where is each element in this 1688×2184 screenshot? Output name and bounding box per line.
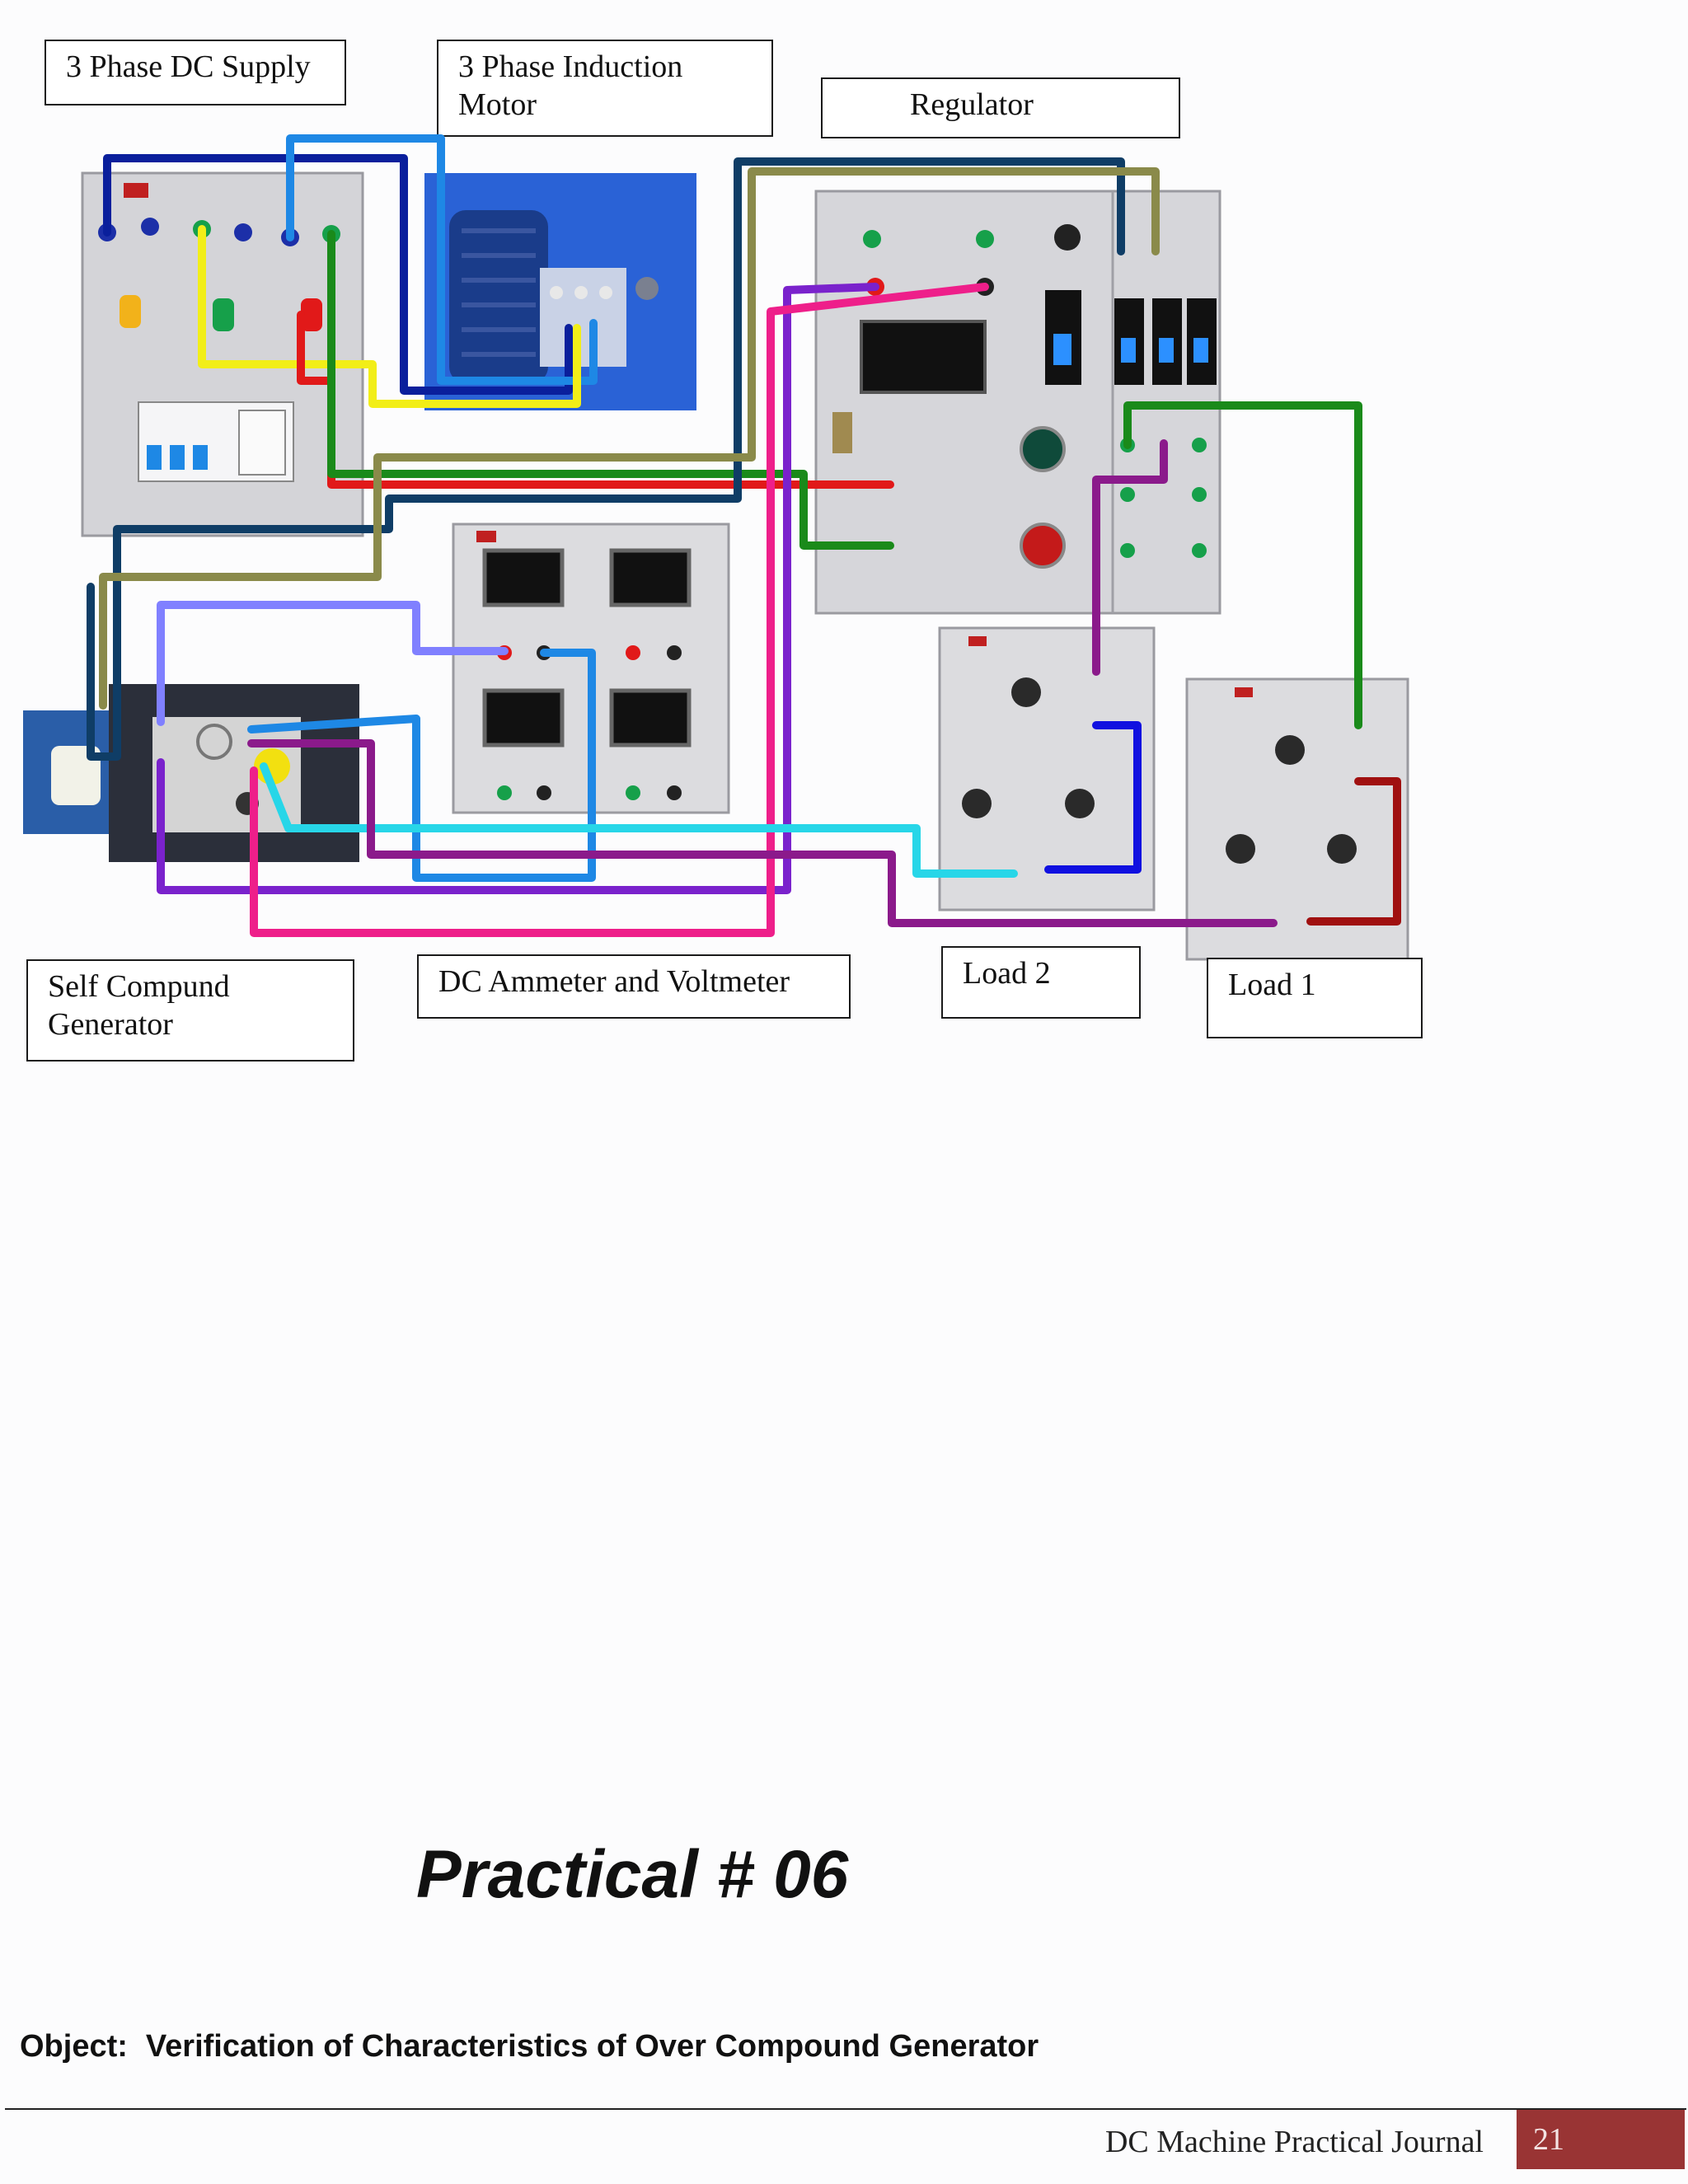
wire-light-blue (247, 649, 596, 882)
wire-load-purple (1092, 439, 1168, 676)
wire-load-green (1123, 401, 1362, 729)
load2-panel (938, 626, 1156, 912)
wire-purple (247, 739, 1278, 927)
wire-cyan (260, 762, 1018, 878)
wire-periwinkle (157, 601, 509, 726)
footer-rule (5, 2108, 1686, 2110)
regulator-display (860, 320, 987, 394)
induction-motor-label: 3 Phase Induction Motor (437, 40, 773, 137)
self-compound-generator-photo (23, 684, 359, 862)
wire-green (327, 230, 894, 550)
footer-journal-title: DC Machine Practical Journal (1104, 2125, 1484, 2159)
circuit-breaker (138, 401, 294, 482)
wire-sky-blue (286, 134, 598, 385)
wire-yellow (198, 225, 581, 408)
load1-label: Load 1 (1207, 958, 1423, 1038)
object-statement: Object: Verification of Characteristics o… (20, 2027, 1039, 2065)
switch-bank (1045, 290, 1217, 385)
wire-dark-red (1306, 777, 1401, 926)
dc-supply-label: 3 Phase DC Supply (45, 40, 346, 105)
regulator-label: Regulator (821, 77, 1180, 138)
page-number: 21 (1517, 2110, 1685, 2169)
load1-panel (1185, 677, 1409, 961)
load2-label: Load 2 (941, 946, 1141, 1019)
wire-navy (87, 157, 1125, 761)
connection-wires (87, 134, 1401, 937)
induction-motor-photo (424, 173, 696, 410)
generator-label: Self Compund Generator (26, 959, 354, 1062)
wire-load-blue (1044, 721, 1142, 874)
wire-violet (157, 283, 879, 894)
wire-olive (99, 167, 1160, 710)
practical-title: Practical # 06 (416, 1837, 849, 1912)
dc-supply-panel (81, 171, 364, 537)
object-label: Object: (20, 2029, 128, 2064)
wire-pink (250, 283, 989, 937)
meters-label: DC Ammeter and Voltmeter (417, 954, 851, 1019)
object-text: Verification of Characteristics of Over … (145, 2029, 1039, 2064)
